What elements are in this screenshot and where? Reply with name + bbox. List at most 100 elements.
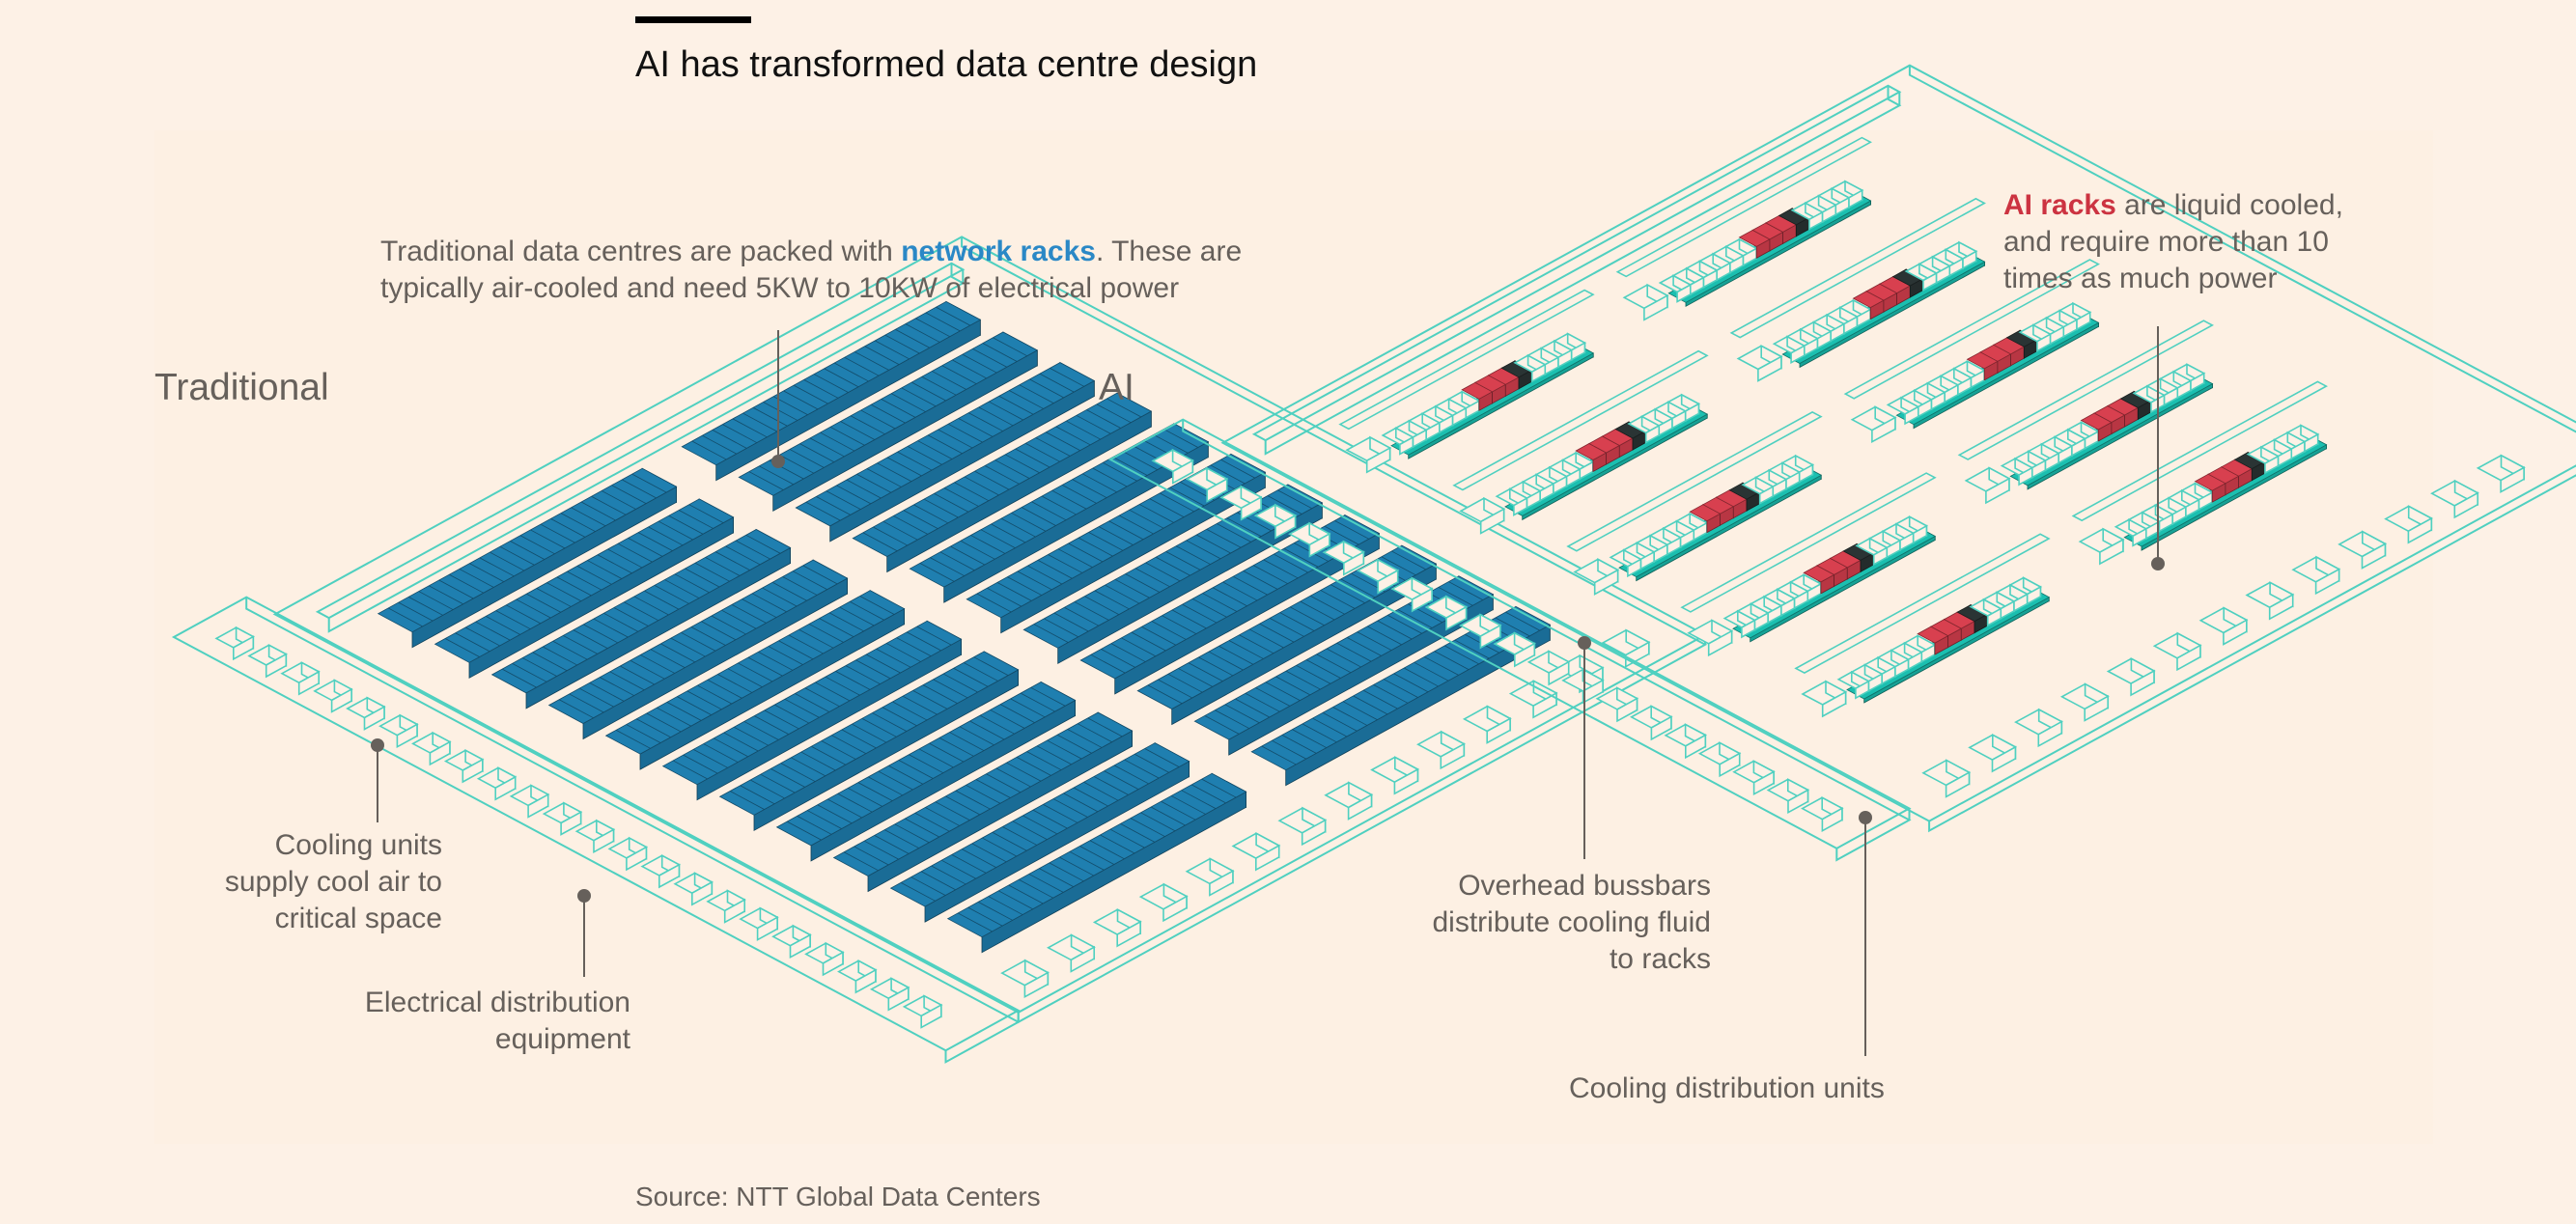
ai-rack (2119, 390, 2152, 421)
cdu-box (1459, 496, 1506, 535)
ai-rack (1979, 344, 2012, 374)
ai-cooling-unit (1595, 686, 1639, 723)
network-rack-row (377, 467, 678, 649)
figure-title: AI has transformed data centre design (635, 44, 1258, 85)
ai-cooling-unit (1766, 778, 1810, 815)
overhead-bussbar (1680, 472, 1937, 613)
cooling-unit (640, 853, 682, 889)
rack-unit (1381, 427, 1415, 456)
ai-rack (1778, 208, 1810, 237)
electrical-cabinet (1370, 756, 1420, 795)
network-rack-row (547, 559, 849, 740)
rack-unit (2158, 370, 2193, 400)
ai-electrical-cabinet (2198, 606, 2249, 646)
cdu-box (1622, 283, 1669, 321)
cooling-unit (706, 889, 746, 924)
ai-electrical-cabinet (2338, 530, 2388, 570)
ai-rack (1751, 222, 1784, 252)
leader-electrical (577, 889, 591, 977)
rack-unit (1850, 663, 1884, 693)
ai-back-rail (1251, 84, 1902, 456)
cooling-unit (771, 924, 812, 960)
cdu-box (1850, 405, 1897, 444)
traditional-data-centre (171, 236, 1708, 1064)
network-rack-row (832, 711, 1134, 893)
ai-cooling-unit (1253, 503, 1298, 540)
cooling-unit (837, 959, 878, 994)
rack-unit (1780, 454, 1815, 484)
rack-unit (1513, 353, 1547, 383)
cooling-unit (280, 661, 321, 696)
rack-unit (1944, 240, 1978, 270)
ai-rack (2093, 404, 2126, 435)
overhead-bussbar (1615, 136, 1872, 278)
cooling-unit (902, 994, 943, 1029)
overhead-bussbar (1794, 533, 2051, 675)
leader-dot (1578, 636, 1591, 650)
network-rack-row (1022, 484, 1324, 664)
electrical-cabinet (1092, 907, 1142, 948)
rack-unit (1855, 537, 1889, 567)
annotation-network-racks-pre: Traditional data centres are packed with (380, 236, 902, 267)
rack-unit (1658, 274, 1693, 303)
rack-unit (1890, 641, 1923, 671)
leader-dot (577, 889, 591, 903)
network-rack-row (946, 772, 1247, 954)
rack-unit (2153, 496, 2188, 526)
rack-unit (1553, 332, 1587, 362)
ai-cooling-unit (1697, 741, 1742, 778)
leader-dot (1859, 811, 1872, 824)
ai-cooling-unit (1801, 795, 1844, 833)
rack-unit (1830, 180, 1864, 209)
network-rack-row (604, 590, 906, 770)
rack-unit (1881, 522, 1916, 552)
electrical-cabinet (1000, 959, 1050, 999)
network-rack-row (681, 300, 982, 482)
network-rack-row (490, 528, 792, 709)
ai-electrical-cabinet (1968, 733, 2018, 773)
rack-unit (1666, 393, 1701, 423)
ai-rack (1917, 626, 1949, 655)
ai-cooling-unit (1390, 576, 1434, 613)
rack-unit (2171, 363, 2206, 392)
electrical-cabinet (1231, 831, 1281, 872)
annotation-ai-racks-post: are liquid cooled, and require more than… (2003, 189, 2343, 294)
ai-cooling-unit (1732, 760, 1776, 796)
cdu-box (1801, 680, 1848, 718)
rack-unit (2114, 517, 2148, 547)
electrical-cabinet (1138, 882, 1189, 923)
rack-unit (2018, 323, 2053, 353)
leader-dot (771, 455, 785, 468)
rack-unit (1825, 306, 1860, 335)
electrical-cabinet (1047, 933, 1096, 973)
ai-rack (1588, 435, 1621, 465)
cooling-unit (574, 819, 616, 854)
ai-electrical-cabinet (2291, 555, 2341, 596)
network-rack-row (1079, 514, 1381, 695)
rack-unit (1913, 381, 1946, 411)
network-rack-row (775, 681, 1077, 862)
rack-unit (2285, 424, 2320, 453)
network-rack-row (795, 361, 1096, 542)
network-rack-row (889, 742, 1190, 923)
annotation-cooling-distribution-units: Cooling distribution units (1569, 1072, 1885, 1104)
ai-rack (1575, 442, 1608, 473)
overhead-bussbar (1843, 259, 2100, 400)
ai-rack (1816, 557, 1849, 588)
overhead-bussbar (1452, 349, 1709, 491)
rack-unit (1894, 515, 1929, 544)
network-rack-row (1193, 575, 1495, 756)
ai-electrical-cabinet (2059, 682, 2110, 722)
ai-electrical-cabinet (2384, 505, 2433, 544)
rack-unit (1648, 526, 1683, 556)
rack-unit (1902, 634, 1937, 663)
ai-rack (1829, 550, 1862, 580)
rack-unit (1816, 186, 1851, 216)
cooling-unit (411, 731, 452, 766)
ai-cooling-unit (1561, 668, 1605, 705)
leader-network-racks (771, 330, 785, 468)
rack-unit (1753, 468, 1788, 498)
cooling-unit (542, 801, 583, 836)
cooling-unit (443, 748, 485, 784)
ai-racks-highlight: AI racks (2003, 189, 2116, 221)
